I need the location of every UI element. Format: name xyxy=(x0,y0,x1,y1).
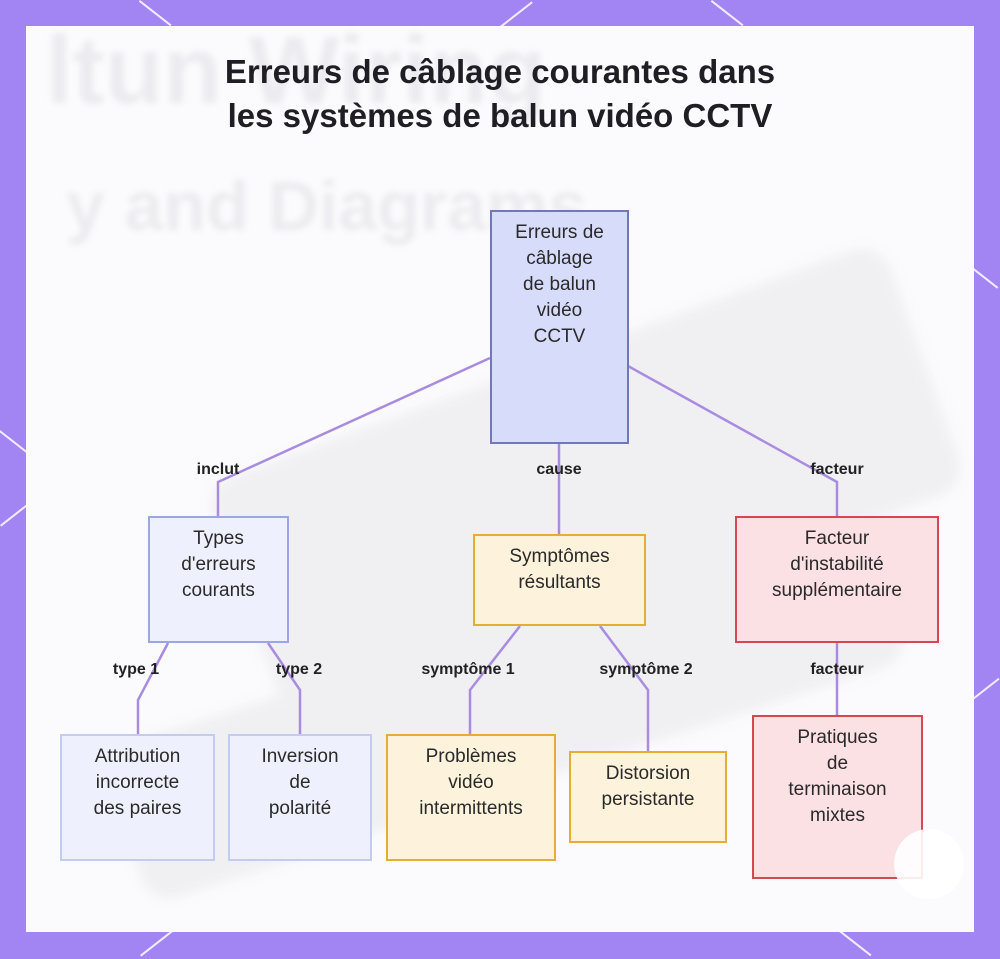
node-text: intermittents xyxy=(419,798,523,819)
node-text: de balun xyxy=(523,274,596,295)
edge-label-facteur2: facteur xyxy=(810,661,864,678)
node-text: câblage xyxy=(526,248,593,269)
node-text: incorrecte xyxy=(95,772,180,793)
edge-symptome1 xyxy=(468,625,521,735)
node-text: mixtes xyxy=(810,805,865,826)
node-text: CCTV xyxy=(533,326,586,347)
practices-node: Pratiques de terminaison mixtes xyxy=(752,715,923,879)
edge-label-type1: type 1 xyxy=(112,661,160,678)
distortion-node: Distorsion persistante xyxy=(569,751,727,843)
node-text: polarité xyxy=(268,798,332,819)
node-text: courants xyxy=(182,580,255,601)
logo-watermark xyxy=(894,829,964,899)
problems-node: Problèmes vidéo intermittents xyxy=(386,734,556,861)
node-text: résultants xyxy=(518,572,601,593)
symptoms-node: Symptômes résultants xyxy=(473,534,646,626)
diagram-title: Erreurs de câblage courantes dans les sy… xyxy=(0,50,1000,138)
node-text: Pratiques xyxy=(797,727,878,748)
node-text: Symptômes xyxy=(509,546,610,567)
attribution-node: Attribution incorrecte des paires xyxy=(60,734,215,861)
node-text: de xyxy=(826,753,849,774)
edge-label-symptome2: symptôme 2 xyxy=(599,661,693,678)
node-text: Erreurs de xyxy=(515,222,604,243)
edge-label-inclut: inclut xyxy=(196,461,240,478)
root-node: Erreurs de câblage de balun vidéo CCTV xyxy=(490,210,629,444)
node-text: Inversion xyxy=(261,746,339,767)
node-text: Problèmes xyxy=(425,746,517,767)
edge-facteur xyxy=(627,364,839,517)
edge-type1 xyxy=(136,642,170,735)
background-text: ltun Wiring xyxy=(46,26,547,124)
edge-symptome2 xyxy=(599,625,650,752)
node-text: vidéo xyxy=(448,772,494,793)
node-text: de xyxy=(289,772,311,793)
edge-label-symptome1: symptôme 1 xyxy=(421,661,515,678)
types-node: Types d'erreurs courants xyxy=(148,516,289,643)
edge-type2 xyxy=(266,642,302,735)
title-line: les systèmes de balun vidéo CCTV xyxy=(227,97,773,134)
edge-label-type2: type 2 xyxy=(275,661,323,678)
edge-label-facteur: facteur xyxy=(810,461,864,478)
node-text: Types xyxy=(193,528,244,549)
node-text: vidéo xyxy=(536,300,583,321)
node-text: Facteur xyxy=(804,528,870,549)
node-text: des paires xyxy=(93,798,182,819)
node-text: d'erreurs xyxy=(181,554,256,575)
node-text: Attribution xyxy=(94,746,181,767)
factor-node: Facteur d'instabilité supplémentaire xyxy=(735,516,939,643)
node-text: supplémentaire xyxy=(772,580,902,601)
node-text: Distorsion xyxy=(605,763,691,784)
edge-inclut xyxy=(216,356,491,517)
node-text: persistante xyxy=(601,789,695,810)
node-text: terminaison xyxy=(788,779,887,800)
node-text: d'instabilité xyxy=(790,554,884,575)
inversion-node: Inversion de polarité xyxy=(228,734,372,861)
title-line: Erreurs de câblage courantes dans xyxy=(224,53,776,90)
edge-label-cause: cause xyxy=(536,461,582,478)
